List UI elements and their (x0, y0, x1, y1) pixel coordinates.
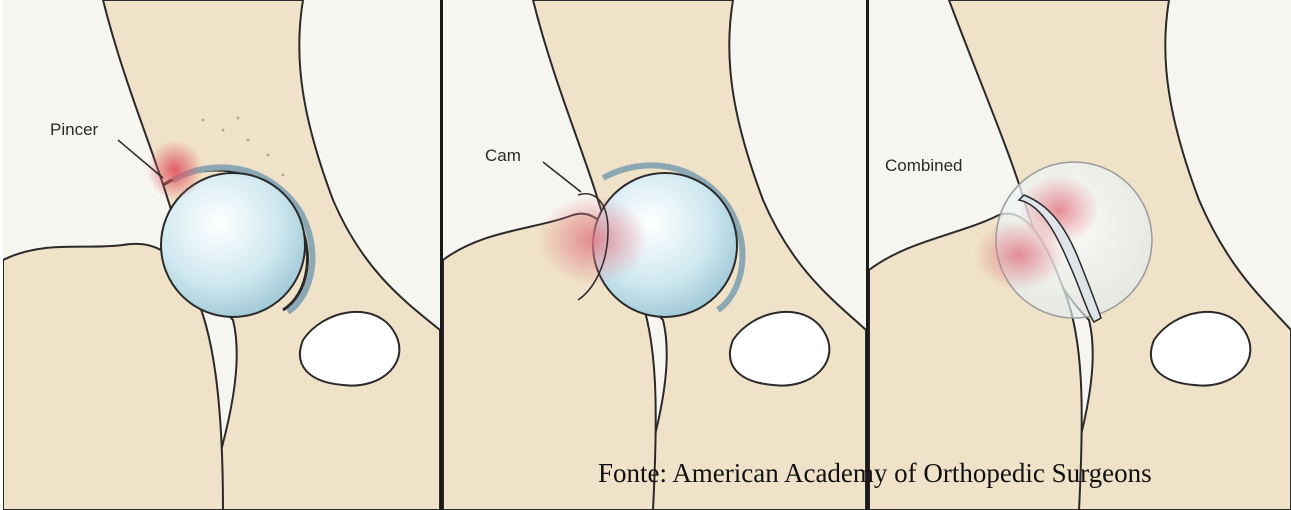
source-credit: Fonte: American Academy of Orthopedic Su… (598, 458, 1152, 489)
combined-illustration (869, 0, 1291, 510)
pincer-label: Pincer (50, 120, 98, 140)
impingement-area (147, 140, 203, 200)
cam-leader-line (543, 162, 581, 192)
combined-label: Combined (885, 156, 963, 176)
panel-cam: Cam (443, 0, 866, 510)
cam-label: Cam (485, 146, 521, 166)
panel-pincer: Pincer (3, 0, 440, 510)
cam-illustration (443, 0, 866, 510)
cam-bump-area (538, 195, 648, 285)
cam-lesion-area (974, 220, 1064, 290)
panel-combined: Combined (869, 0, 1291, 510)
pincer-illustration (3, 0, 440, 510)
